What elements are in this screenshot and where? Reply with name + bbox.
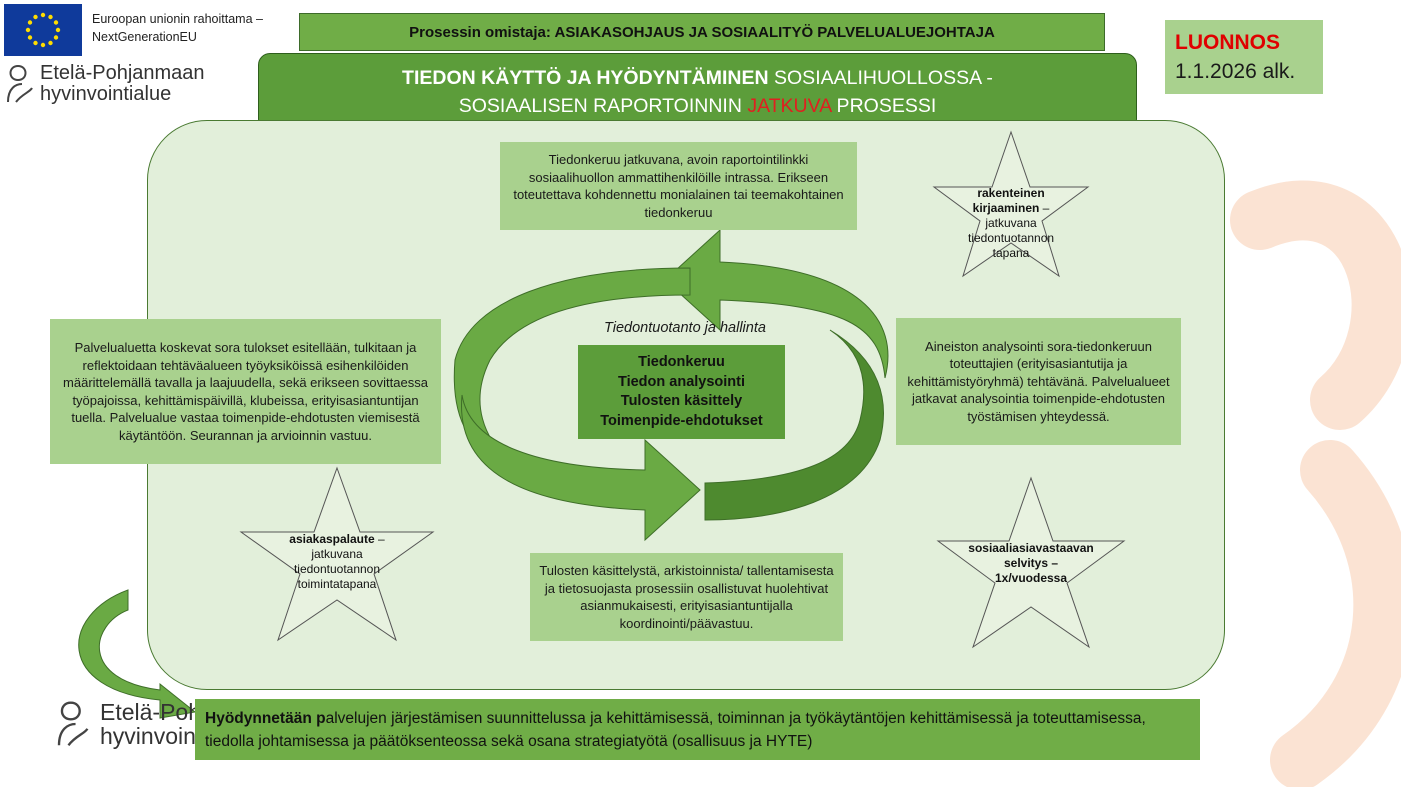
star-bottom-left-icon xyxy=(239,466,435,642)
box-results-presentation-text: Palvelualuetta koskevat sora tulokset es… xyxy=(63,340,428,443)
left-curved-arrow-icon xyxy=(78,589,197,719)
cycle-arc-right-icon xyxy=(704,329,884,521)
utilisation-box: Hyödynnetään palvelujen järjestämisen su… xyxy=(195,699,1200,760)
title-bold: TIEDON KÄYTTÖ JA HYÖDYNTÄMINEN xyxy=(402,67,769,89)
draft-date: 1.1.2026 alk. xyxy=(1175,60,1296,83)
box-data-analysis: Aineiston analysointi sora-tiedonkeruun … xyxy=(896,318,1181,445)
utilisation-bold: Hyödynnetään p xyxy=(205,710,326,727)
box-data-collection-text: Tiedonkeruu jatkuvana, avoin raportointi… xyxy=(513,152,844,220)
page-title: TIEDON KÄYTTÖ JA HYÖDYNTÄMINEN SOSIAALIH… xyxy=(258,53,1137,131)
title-line2-b: PROSESSI xyxy=(831,95,937,117)
cycle-title: Tiedontuotanto ja hallinta xyxy=(604,320,766,336)
star-top-right-icon xyxy=(932,130,1090,278)
cycle-step: Tiedon analysointi xyxy=(617,373,746,390)
title-line2: SOSIAALISEN RAPORTOINNIN JATKUVA PROSESS… xyxy=(459,92,937,120)
title-line1: TIEDON KÄYTTÖ JA HYÖDYNTÄMINEN SOSIAALIH… xyxy=(402,64,993,92)
utilisation-text: alvelujen järjestämisen suunnittelussa j… xyxy=(205,710,1146,750)
star-top-right-rest: – jatkuvana tiedontuotannon tapana xyxy=(968,201,1055,260)
org-symbol-bottom-icon xyxy=(57,701,89,747)
box-results-handling: Tulosten käsittelystä, arkistoinnista/ t… xyxy=(530,553,843,641)
star-bottom-left-rest: – jatkuvana tiedontuotannon toimintatapa… xyxy=(293,532,385,591)
cycle-step: Tulosten käsittely xyxy=(620,393,743,409)
title-red-word: JATKUVA xyxy=(747,95,832,117)
cycle-step: Toimenpide-ehdotukset xyxy=(600,412,763,429)
cycle-arrow-upper-icon xyxy=(664,228,889,379)
org-logo: Etelä-Pohjanmaan hyvinvointialue xyxy=(4,62,205,106)
box-data-analysis-text: Aineiston analysointi sora-tiedonkeruun … xyxy=(907,338,1170,424)
process-owner: Prosessin omistaja: ASIAKASOHJAUS JA SOS… xyxy=(299,13,1105,51)
star-bottom-left-text: asiakaspalaute – jatkuvana tiedontuotann… xyxy=(282,532,392,592)
star-bottom-left-bold: asiakaspalaute xyxy=(289,532,375,546)
draft-badge: LUONNOS 1.1.2026 alk. xyxy=(1165,20,1323,94)
eu-funding-text: Euroopan unionin rahoittama – NextGenera… xyxy=(92,10,263,46)
star-top-right-text: rakenteinen kirjaaminen – jatkuvana tied… xyxy=(968,186,1054,261)
org-symbol-icon xyxy=(7,64,33,103)
eu-funding-line2: NextGenerationEU xyxy=(92,30,197,44)
cycle-step: Tiedonkeruu xyxy=(638,354,725,370)
org-name-line2: hyvinvointialue xyxy=(40,83,172,105)
box-results-handling-text: Tulosten käsittelystä, arkistoinnista/ t… xyxy=(539,563,834,631)
cycle-steps-box: Tiedonkeruu Tiedon analysointi Tulosten … xyxy=(578,345,785,439)
draft-label: LUONNOS xyxy=(1175,31,1280,54)
box-results-presentation: Palvelualuetta koskevat sora tulokset es… xyxy=(50,319,441,464)
cycle-arrow-lower-icon xyxy=(461,394,701,542)
star-top-right-bold: rakenteinen kirjaaminen xyxy=(972,186,1045,215)
star-bottom-right-icon xyxy=(936,476,1126,649)
box-data-collection: Tiedonkeruu jatkuvana, avoin raportointi… xyxy=(500,142,857,230)
title-rest: SOSIAALIHUOLLOSSA - xyxy=(768,67,993,89)
title-line2-a: SOSIAALISEN RAPORTOINNIN xyxy=(458,95,748,117)
eu-funding-line1: Euroopan unionin rahoittama – xyxy=(92,12,263,26)
star-bottom-right-text: sosiaaliasiavastaavan selvitys – 1x/vuod… xyxy=(968,541,1094,585)
org-name-line1: Etelä-Pohjanmaan xyxy=(40,62,205,84)
eu-flag-logo xyxy=(4,4,82,56)
